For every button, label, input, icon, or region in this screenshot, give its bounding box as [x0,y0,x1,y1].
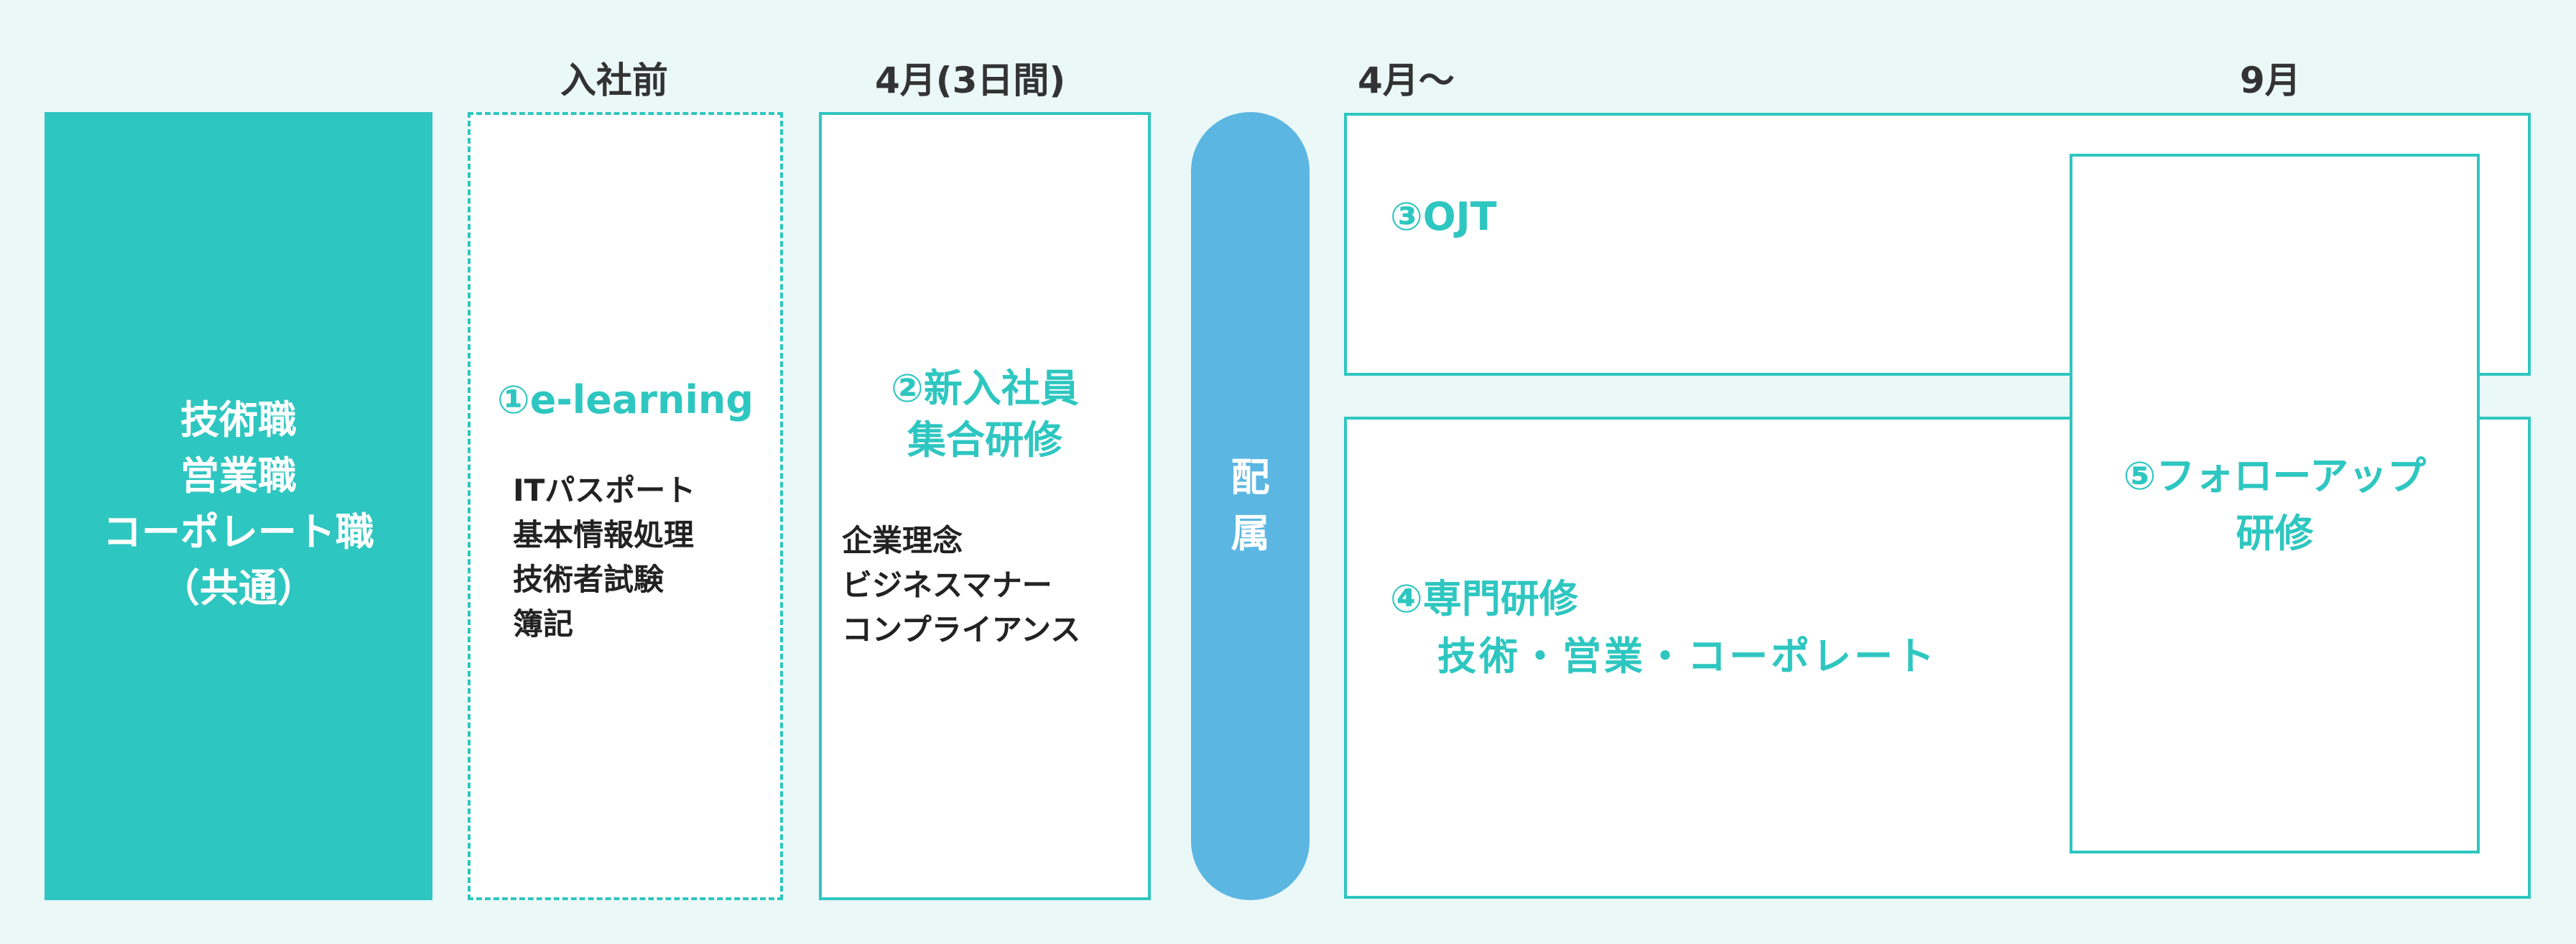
target-line: 技術職 [180,397,297,443]
header-april-on: 4月〜 [1358,60,1455,101]
target-line: 営業職 [180,453,297,499]
elearning-title: ①e-learning [496,377,754,422]
assignment-label: 配 [1231,455,1270,500]
specialized-title: ④専門研修 [1390,576,1578,621]
orientation-training-box: ②新入社員 集合研修 企業理念 ビジネスマナー コンプライアンス [819,112,1151,900]
target-line: コーポレート職 [103,509,374,555]
header-september: 9月 [2240,60,2301,101]
elearning-item: 簿記 [513,606,574,642]
elearning-item: 技術者試験 [513,562,664,597]
followup-training-box: ⑤フォローアップ 研修 [2070,154,2480,853]
ojt-title: ③OJT [1390,194,1497,239]
followup-title: ⑤フォローアップ [2123,453,2427,499]
orientation-item: コンプライアンス [842,612,1081,647]
target-line: （共通） [161,565,316,611]
followup-title: 研修 [2236,511,2314,556]
elearning-box: ①e-learning ITパスポート 基本情報処理 技術者試験 簿記 [468,112,783,900]
specialized-subtitle: 技術・営業・コーポレート [1437,634,1937,679]
header-pre-join: 入社前 [560,60,668,101]
orientation-item: ビジネスマナー [842,568,1052,603]
orientation-title: ②新入社員 [891,366,1079,411]
elearning-item: 基本情報処理 [513,517,695,552]
assignment-label: 属 [1231,511,1270,556]
orientation-title: 集合研修 [907,417,1062,463]
target-roles-block: 技術職 営業職 コーポレート職 （共通） [45,112,432,900]
header-april-3days: 4月(3日間) [875,60,1066,101]
assignment-pill: 配 属 [1191,112,1310,900]
elearning-item: ITパスポート [513,473,696,508]
orientation-item: 企業理念 [842,523,963,558]
